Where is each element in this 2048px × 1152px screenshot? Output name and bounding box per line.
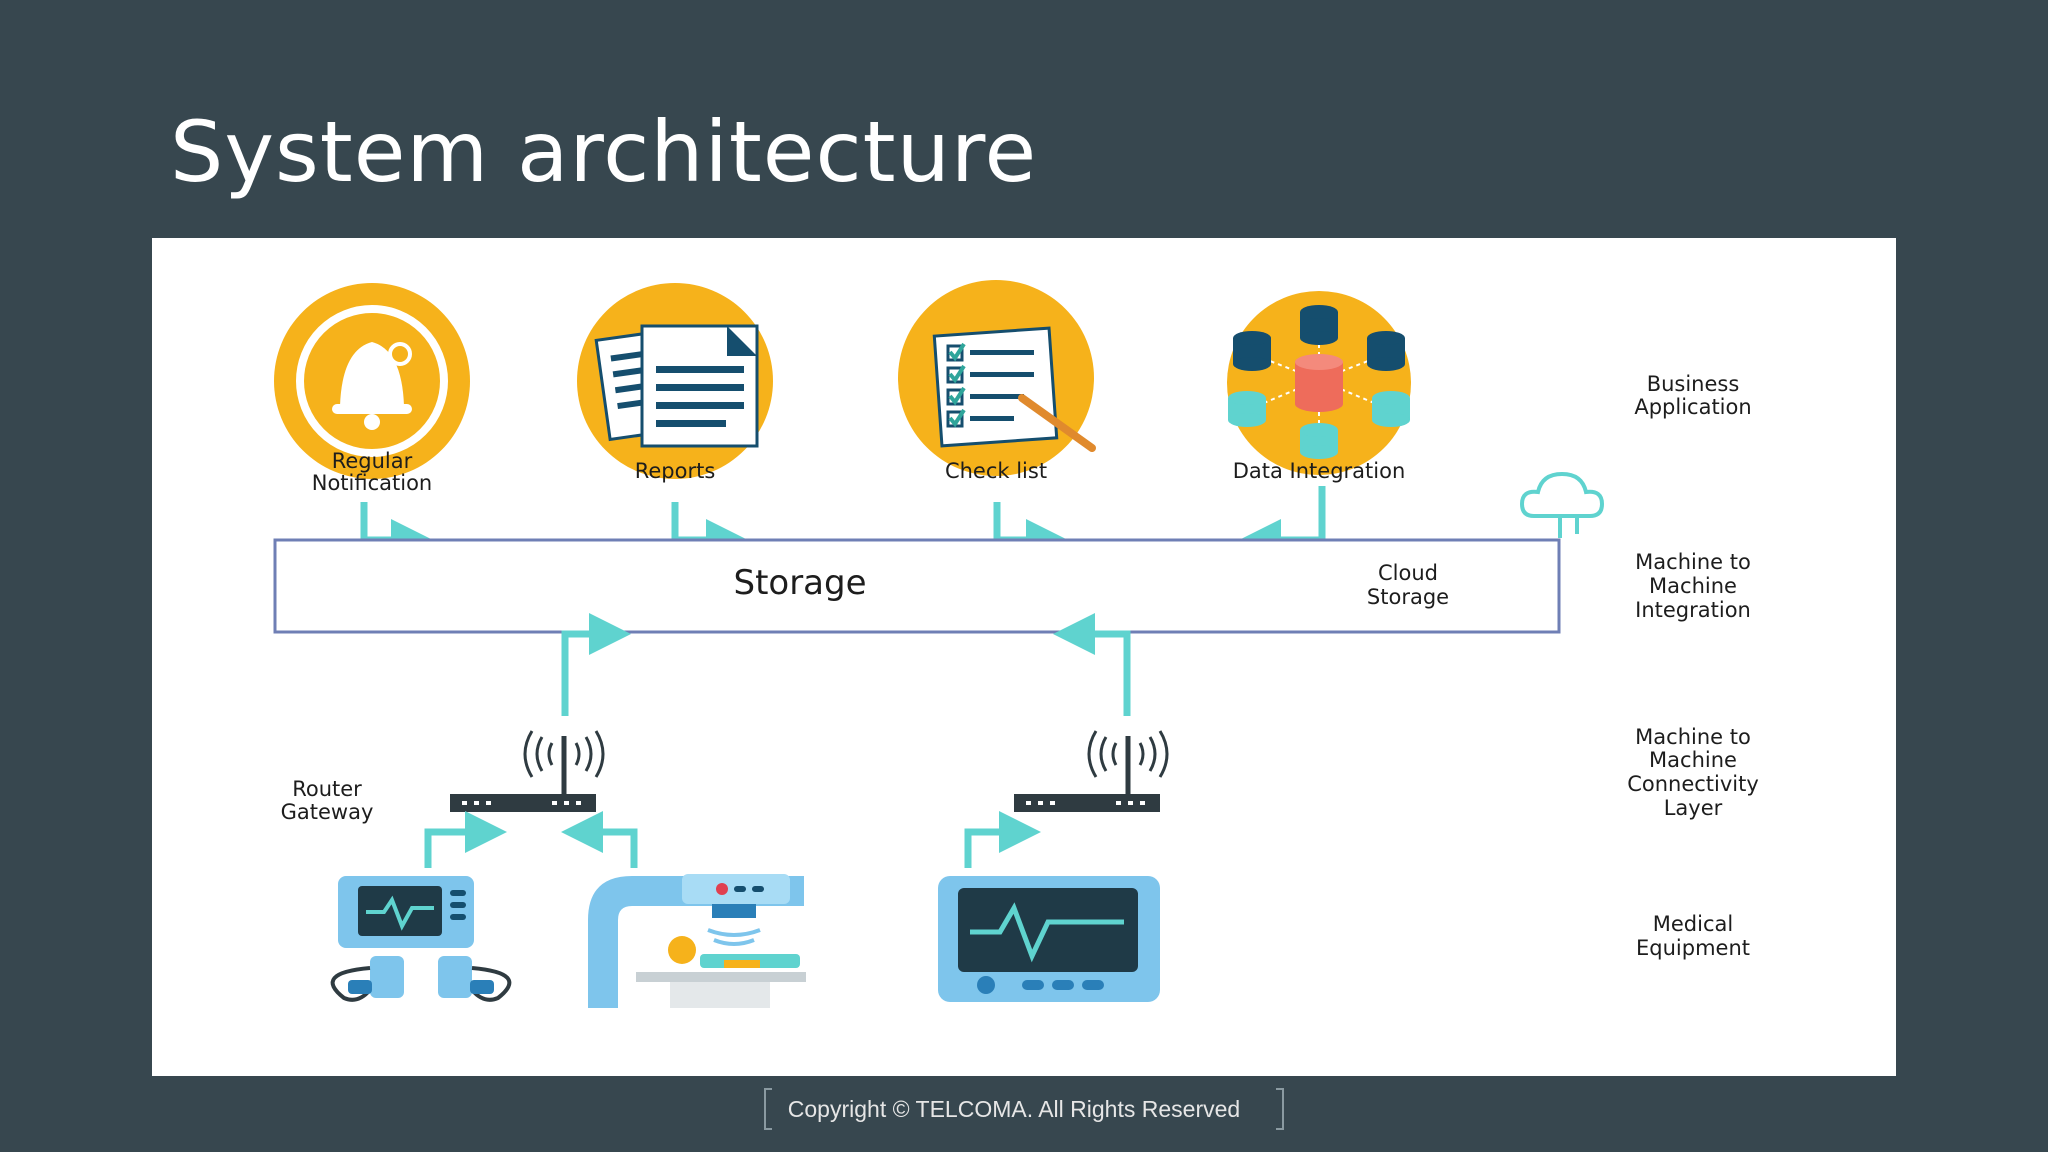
- regular-notification-label-2: Notification: [312, 471, 433, 495]
- router-connectors: [561, 613, 1131, 716]
- storage-box: [273, 538, 1561, 634]
- cloud-storage-label-2: Storage: [1367, 585, 1449, 609]
- router-icon-right: [1014, 730, 1169, 812]
- layer-m2m-connectivity-2: Machine: [1649, 748, 1737, 772]
- layer-m2m-connectivity-1: Machine to: [1635, 725, 1751, 749]
- router-icon-left: [450, 730, 605, 812]
- data-integration-label: Data Integration: [1233, 459, 1406, 483]
- checklist-icon: [898, 280, 1096, 476]
- reports-icon: [577, 283, 773, 479]
- layer-medical-1: Medical: [1653, 912, 1733, 936]
- router-gateway-label-1: Router: [292, 777, 362, 801]
- patient-monitor-icon: [330, 876, 512, 1002]
- layer-m2m-integration-1: Machine to: [1635, 550, 1751, 574]
- bell-icon: [274, 283, 470, 479]
- layer-medical-2: Equipment: [1636, 936, 1750, 960]
- layer-m2m-connectivity-3: Connectivity: [1627, 772, 1759, 796]
- reports-label: Reports: [635, 459, 716, 483]
- layer-business-2: Application: [1634, 395, 1751, 419]
- top-connectors: [360, 486, 1326, 561]
- xray-machine-icon: [588, 874, 806, 1008]
- footer: Copyright © TELCOMA. All Rights Reserved: [0, 1086, 2048, 1132]
- checklist-label: Check list: [945, 459, 1047, 483]
- cloud-storage-label-1: Cloud: [1378, 561, 1438, 585]
- layer-m2m-integration-2: Machine: [1649, 574, 1737, 598]
- footer-bracket-right: [1276, 1088, 1285, 1130]
- layer-m2m-integration-3: Integration: [1635, 598, 1751, 622]
- regular-notification-label-1: Regular: [332, 449, 413, 473]
- layer-m2m-connectivity-4: Layer: [1664, 796, 1723, 820]
- ecg-monitor-icon: [938, 876, 1160, 1002]
- equipment-connectors: [424, 811, 1041, 868]
- storage-label: Storage: [733, 563, 866, 603]
- database-icon: [1227, 291, 1411, 475]
- architecture-diagram: Regular Notification Reports: [152, 238, 1896, 1076]
- footer-bracket-left: [763, 1088, 772, 1130]
- router-gateway-label-2: Gateway: [281, 800, 374, 824]
- layer-business-1: Business: [1647, 372, 1740, 396]
- copyright-text: Copyright © TELCOMA. All Rights Reserved: [787, 1095, 1241, 1122]
- cloud-icon: [1519, 471, 1605, 538]
- slide-title: System architecture: [170, 103, 1038, 201]
